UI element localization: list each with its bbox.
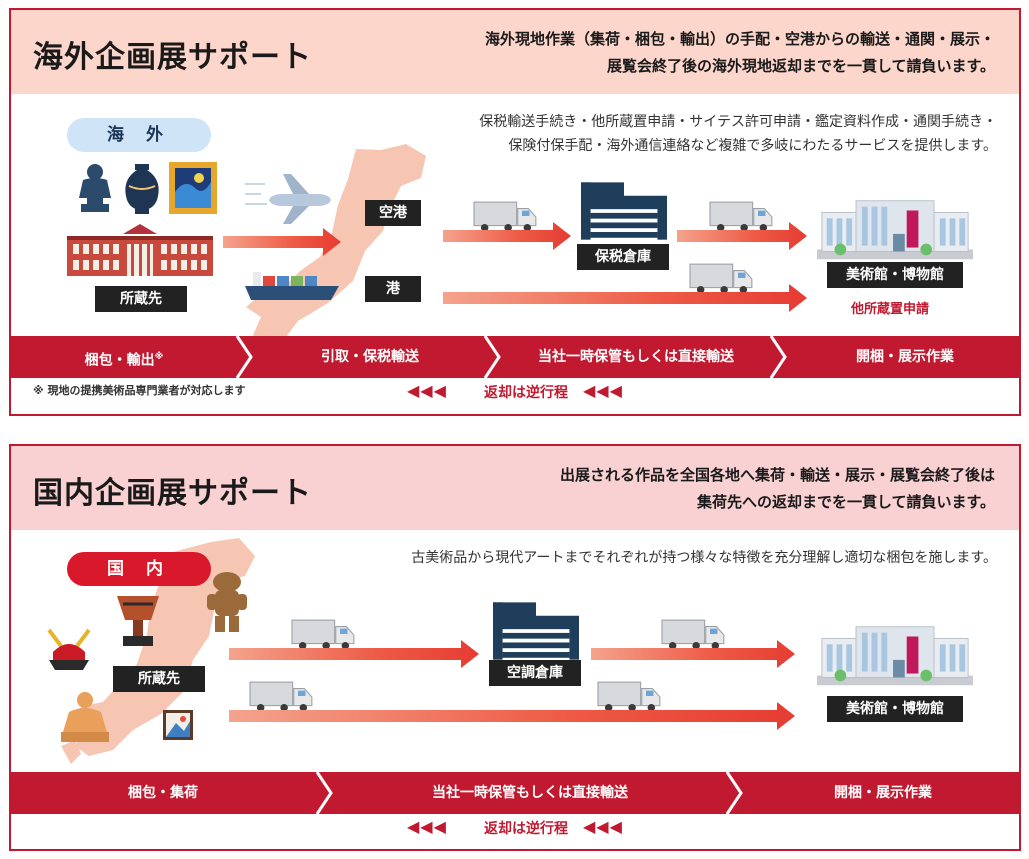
warehouse-icon	[581, 182, 667, 240]
arrow-source-to-museum	[229, 702, 795, 730]
domestic-support-panel: 国内企画展サポート 出展される作品を全国各地へ集荷・輸送・展示・展覧会終了後は …	[9, 444, 1021, 851]
building-icon	[67, 224, 213, 276]
port-label: 港	[365, 276, 421, 302]
museum-icon	[817, 626, 973, 686]
overseas-sub-line1: 保税輸送手続き・他所蔵置申請・サイテス許可申請・鑑定資料作成・通関手続き・	[479, 114, 997, 130]
domestic-museum-label: 美術館・博物館	[827, 696, 963, 722]
return-arrows-right-icon: ◀◀◀	[583, 817, 623, 836]
warehouse-icon	[493, 602, 579, 660]
cup-icon	[117, 596, 159, 646]
domestic-region-pill: 国 内	[67, 552, 211, 586]
arrow-port-to-museum	[443, 284, 807, 312]
domestic-title: 国内企画展サポート	[33, 476, 312, 511]
overseas-desc-line2: 展覧会終了後の海外現地返却までを一貫して請負います。	[606, 57, 995, 75]
step-chevron-icon	[769, 336, 787, 378]
overseas-footnote: ※ 現地の提携美術品専門業者が対応します	[33, 384, 246, 397]
climate-warehouse-label: 空調倉庫	[489, 660, 581, 686]
return-arrows-left-icon: ◀◀◀	[407, 817, 447, 836]
step-1-mark: ※	[154, 352, 164, 362]
helmet-icon	[47, 628, 91, 670]
overseas-sub-line2: 保険付保手配・海外通信連絡など複雑で多岐にわたるサービスを提供します。	[508, 138, 997, 154]
arrow-source-to-warehouse	[229, 640, 479, 668]
museum-icon	[817, 200, 973, 260]
other-storage-application-note: 他所蔵置申請	[851, 302, 930, 317]
domestic-step-1: 梱包・集荷	[128, 785, 198, 801]
overseas-step-3: 当社一時保管もしくは直接輸送	[538, 349, 734, 365]
domestic-header: 国内企画展サポート 出展される作品を全国各地へ集荷・輸送・展示・展覧会終了後は …	[11, 446, 1019, 530]
domestic-step-3: 開梱・展示作業	[834, 785, 932, 801]
airplane-icon	[245, 174, 331, 224]
step-chevron-icon	[315, 772, 333, 814]
arrow-warehouse-to-museum	[677, 222, 807, 250]
painting-icon	[169, 162, 217, 214]
ship-icon	[245, 272, 339, 300]
step-chevron-icon	[483, 336, 501, 378]
bonded-warehouse-label: 保税倉庫	[577, 244, 669, 270]
step-chevron-icon	[235, 336, 253, 378]
return-arrows-left-icon: ◀◀◀	[407, 381, 447, 400]
airport-label: 空港	[365, 200, 421, 226]
arrow-warehouse-to-museum	[591, 640, 795, 668]
arrow-airport-to-warehouse	[443, 222, 571, 250]
buddha-icon	[61, 692, 109, 742]
overseas-desc-line1: 海外現地作業（集荷・梱包・輸出）の手配・空港からの輸送・通関・展示・	[484, 30, 995, 48]
overseas-source-label: 所蔵先	[95, 286, 187, 312]
overseas-description: 海外現地作業（集荷・梱包・輸出）の手配・空港からの輸送・通関・展示・ 展覧会終了…	[485, 26, 995, 80]
step-chevron-icon	[725, 772, 743, 814]
domestic-desc-line2: 集荷先への返却までを一貫して請負います。	[696, 493, 995, 511]
domestic-desc-line1: 出展される作品を全国各地へ集荷・輸送・展示・展覧会終了後は	[559, 466, 995, 484]
domestic-sub-description: 古美術品から現代アートまでそれぞれが持つ様々な特徴を充分理解し適切な梱包を施しま…	[411, 546, 997, 570]
overseas-header: 海外企画展サポート 海外現地作業（集荷・梱包・輸出）の手配・空港からの輸送・通関…	[11, 10, 1019, 94]
overseas-step-4: 開梱・展示作業	[856, 349, 954, 365]
overseas-support-panel: 海外企画展サポート 海外現地作業（集荷・梱包・輸出）の手配・空港からの輸送・通関…	[9, 8, 1021, 416]
domestic-sub-line1: 古美術品から現代アートまでそれぞれが持つ様々な特徴を充分理解し適切な梱包を施しま…	[411, 550, 997, 566]
overseas-title: 海外企画展サポート	[33, 40, 312, 75]
painting-icon	[163, 710, 193, 740]
domestic-source-label: 所蔵先	[113, 666, 205, 692]
domestic-return-label: 返却は逆行程	[484, 821, 568, 837]
japan-map-icon	[61, 538, 255, 764]
overseas-step-2: 引取・保税輸送	[321, 349, 419, 365]
domestic-description: 出展される作品を全国各地へ集荷・輸送・展示・展覧会終了後は 集荷先への返却までを…	[560, 462, 995, 516]
overseas-museum-label: 美術館・博物館	[827, 262, 963, 288]
dogu-icon	[207, 572, 247, 632]
overseas-step-1: 梱包・輸出※	[84, 352, 164, 369]
overseas-step-bar: 梱包・輸出※ 引取・保税輸送 当社一時保管もしくは直接輸送 開梱・展示作業	[11, 336, 1019, 378]
domestic-step-bar: 梱包・集荷 当社一時保管もしくは直接輸送 開梱・展示作業	[11, 772, 1019, 814]
domestic-step-2: 当社一時保管もしくは直接輸送	[432, 785, 628, 801]
statue-icon	[79, 164, 111, 212]
vase-icon	[125, 164, 159, 214]
overseas-sub-description: 保税輸送手続き・他所蔵置申請・サイテス許可申請・鑑定資料作成・通関手続き・ 保険…	[479, 110, 997, 158]
arrow-source-to-japan	[223, 228, 341, 256]
return-arrows-right-icon: ◀◀◀	[583, 381, 623, 400]
overseas-return-label: 返却は逆行程	[484, 385, 568, 401]
overseas-region-pill: 海 外	[67, 118, 211, 152]
